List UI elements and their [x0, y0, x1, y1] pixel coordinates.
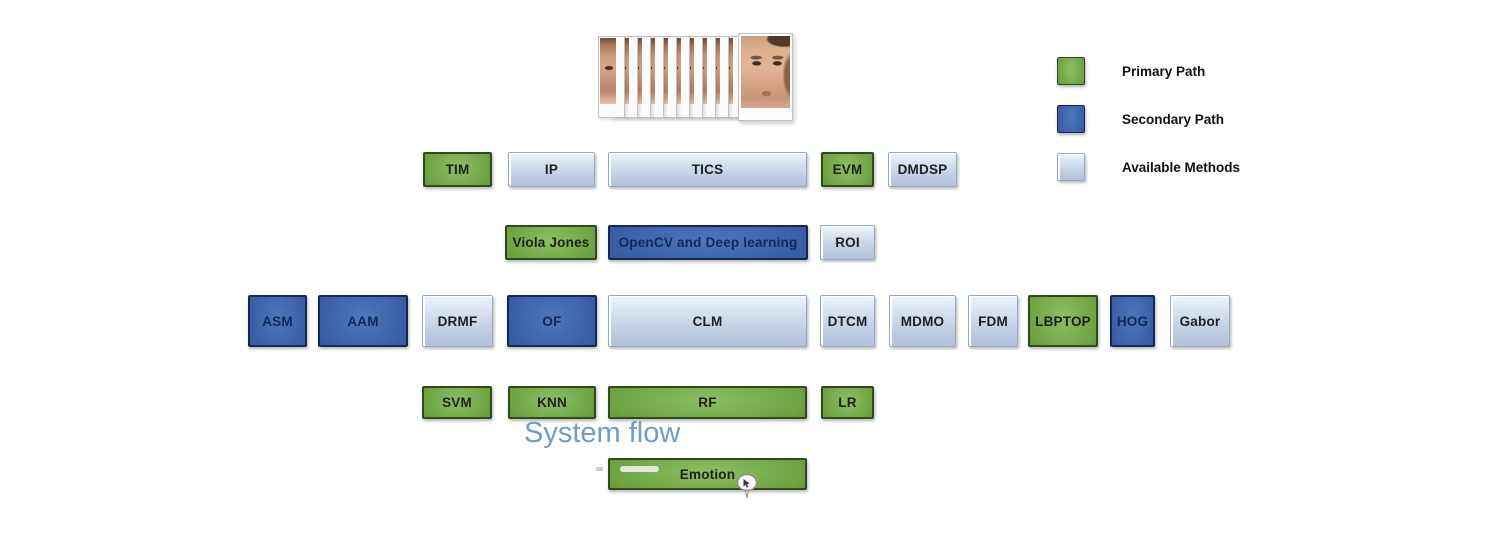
- method-box-drmf: DRMF: [422, 295, 493, 347]
- method-label: LR: [838, 395, 857, 410]
- legend-label: Secondary Path: [1122, 111, 1225, 127]
- method-box-ip: IP: [508, 152, 595, 187]
- method-label: TIM: [445, 162, 470, 177]
- primary-path-swatch: [1057, 57, 1085, 85]
- caption-system-flow: System flow: [524, 417, 681, 449]
- method-box-asm: ASM: [248, 295, 307, 347]
- method-label: LBPTOP: [1035, 313, 1091, 329]
- method-label: CLM: [692, 313, 723, 329]
- method-label: FDM: [978, 313, 1008, 329]
- method-box-knn: KNN: [508, 386, 596, 419]
- method-label: KNN: [537, 395, 567, 410]
- method-label: MDMO: [900, 313, 945, 329]
- method-box-tics: TICS: [608, 152, 807, 187]
- legend-item-secondary: Secondary Path: [1057, 105, 1224, 133]
- method-box-opencv-deep-learning: OpenCV and Deep learning: [608, 225, 808, 260]
- method-box-aam: AAM: [318, 295, 408, 347]
- method-box-lr: LR: [821, 386, 874, 419]
- method-label: DRMF: [437, 313, 478, 329]
- method-box-roi: ROI: [820, 225, 875, 260]
- method-box-gabor: Gabor: [1170, 295, 1230, 347]
- method-label: ASM: [262, 313, 293, 329]
- method-label: HOG: [1116, 313, 1149, 329]
- video-frames-stack: [598, 33, 795, 123]
- method-label: OF: [542, 313, 562, 329]
- method-label: SVM: [442, 395, 472, 410]
- secondary-path-swatch: [1057, 105, 1085, 133]
- method-label: ROI: [835, 235, 860, 250]
- method-box-dmdsp: DMDSP: [888, 152, 957, 187]
- method-label: EVM: [832, 162, 863, 177]
- legend-item-available: Available Methods: [1057, 153, 1240, 181]
- legend-label: Available Methods: [1122, 159, 1241, 175]
- mouse-cursor-icon: [736, 473, 758, 499]
- method-box-fdm: FDM: [968, 295, 1018, 347]
- legend-item-primary: Primary Path: [1057, 57, 1205, 85]
- method-label: Viola Jones: [512, 235, 590, 250]
- method-box-viola-jones: Viola Jones: [505, 225, 597, 260]
- video-front-frame: [738, 33, 793, 121]
- method-box-dtcm: DTCM: [820, 295, 875, 347]
- method-label: DMDSP: [897, 162, 948, 177]
- pointer-dash-long: [620, 466, 659, 472]
- method-box-svm: SVM: [422, 386, 492, 419]
- method-label: Gabor: [1179, 313, 1221, 329]
- video-frame: [598, 36, 625, 118]
- pointer-dash-small: [596, 467, 603, 471]
- method-box-tim: TIM: [423, 152, 492, 187]
- method-label: Emotion: [679, 466, 736, 482]
- available-methods-swatch: [1057, 153, 1085, 181]
- method-box-evm: EVM: [821, 152, 874, 187]
- method-box-clm: CLM: [608, 295, 807, 347]
- method-box-of: OF: [507, 295, 597, 347]
- output-box-emotion: Emotion: [608, 458, 807, 490]
- method-label: OpenCV and Deep learning: [618, 235, 798, 250]
- method-label: IP: [544, 162, 559, 177]
- face-image: [741, 36, 790, 108]
- method-box-rf: RF: [608, 386, 807, 419]
- method-box-hog: HOG: [1110, 295, 1155, 347]
- legend-label: Primary Path: [1122, 63, 1206, 79]
- method-box-lbptop: LBPTOP: [1028, 295, 1098, 347]
- method-label: DTCM: [827, 313, 868, 329]
- method-label: TICS: [691, 162, 724, 177]
- method-label: RF: [698, 395, 717, 410]
- method-label: AAM: [347, 313, 379, 329]
- method-box-mdmo: MDMO: [889, 295, 956, 347]
